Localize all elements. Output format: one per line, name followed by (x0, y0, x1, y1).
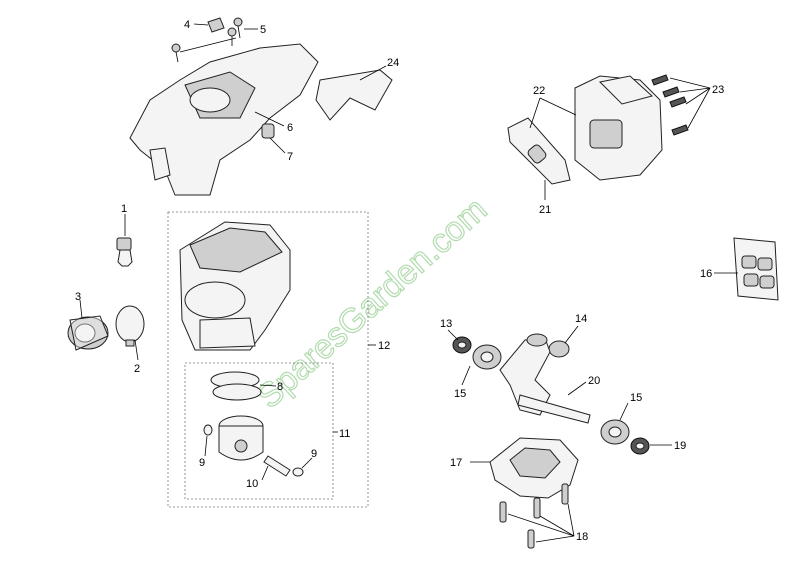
callout-6: 6 (287, 122, 293, 134)
crankshaft-part (499, 333, 591, 424)
crankcase-bolts-part (499, 483, 569, 549)
decompression-valve-part (116, 237, 133, 267)
muffler-gasket-part (507, 117, 571, 185)
decal-part (733, 237, 779, 301)
screw-5-part (171, 17, 243, 63)
callout-15-right: 15 (630, 392, 642, 404)
needle-bearing-part (548, 340, 570, 358)
screw-4-part (207, 17, 225, 33)
callout-21: 21 (539, 204, 551, 216)
circlip-right-part (292, 467, 304, 477)
oil-seal-left-part (452, 336, 472, 354)
callout-3: 3 (75, 291, 81, 303)
callout-4: 4 (184, 19, 190, 31)
callout-20: 20 (588, 375, 600, 387)
callout-5: 5 (260, 24, 266, 36)
muffler-part (574, 75, 663, 181)
callout-9-left: 9 (199, 457, 205, 469)
callout-23: 23 (712, 84, 724, 96)
cylinder-kit-box (167, 211, 369, 508)
callout-16: 16 (700, 268, 712, 280)
callout-9-right: 9 (311, 448, 317, 460)
callout-13: 13 (440, 318, 452, 330)
callout-12: 12 (378, 340, 390, 352)
callout-10: 10 (246, 478, 258, 490)
callout-19: 19 (674, 440, 686, 452)
piston-kit-box (184, 362, 334, 500)
watermark-text: SparesGarden.com (250, 190, 495, 416)
callout-7: 7 (287, 151, 293, 163)
callout-1: 1 (121, 203, 127, 215)
callout-14: 14 (575, 313, 587, 325)
piston-rings-part (210, 371, 262, 401)
callout-24: 24 (387, 57, 399, 69)
callout-18: 18 (576, 531, 588, 543)
piston-pin-part (263, 455, 291, 477)
circlip-left-part (203, 424, 213, 436)
heat-shield-part (315, 69, 393, 121)
piston-part (218, 415, 264, 461)
top-cover-part (129, 43, 319, 196)
callout-8: 8 (277, 381, 283, 393)
oil-seal-right-part (630, 437, 650, 455)
crankcase-part (489, 437, 579, 499)
intake-boot-part (67, 315, 109, 351)
callout-22: 22 (533, 85, 545, 97)
callout-11: 11 (339, 428, 350, 440)
muffler-bolts-part (651, 74, 689, 136)
clamp-part (115, 305, 145, 347)
callout-15-left: 15 (454, 388, 466, 400)
cylinder-part (179, 221, 291, 351)
bearing-right-part (600, 419, 630, 445)
bearing-left-part (472, 344, 502, 370)
callout-17: 17 (450, 457, 462, 469)
callout-2: 2 (134, 363, 140, 375)
